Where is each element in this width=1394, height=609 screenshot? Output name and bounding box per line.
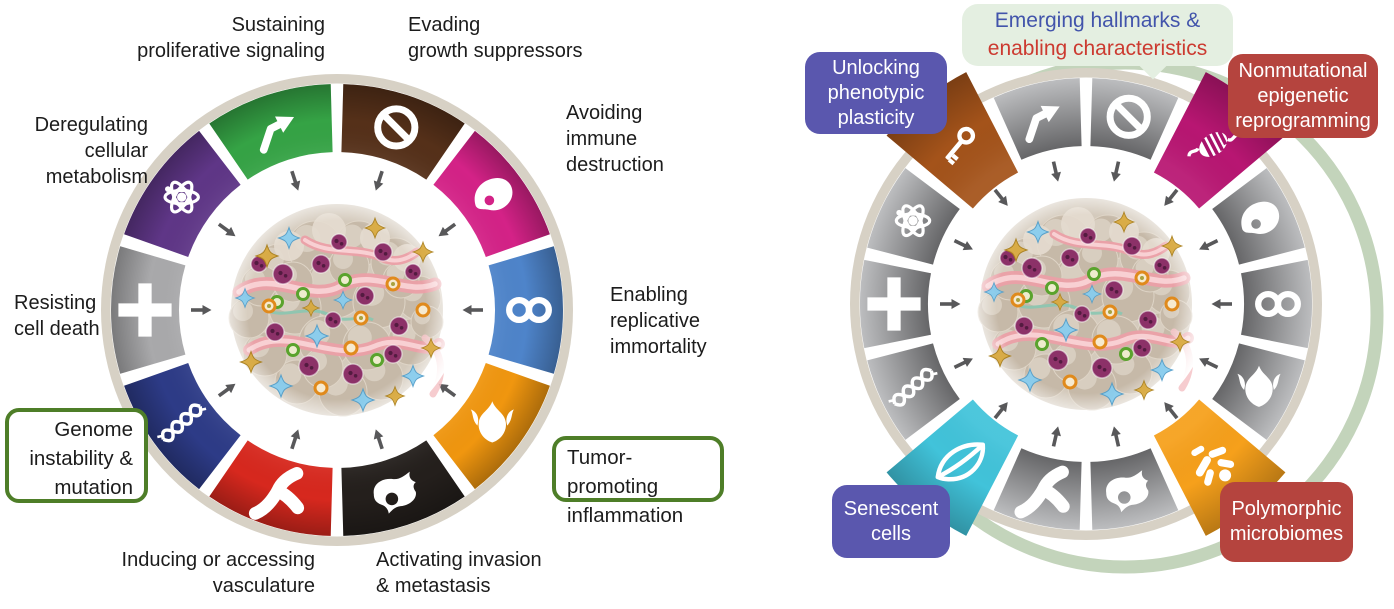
callout-tumor-promoting-inflammation: Tumor-promoting inflammation: [552, 436, 724, 527]
header-line-2: enabling characteristics: [987, 37, 1208, 60]
tumor-illustration: [962, 180, 1210, 428]
label-sustaining-proliferative-signaling: Sustaining proliferative signaling: [137, 14, 325, 62]
label-activating-invasion-metastasis: Activating invasion & metastasis: [376, 549, 542, 597]
label-evading-growth-suppressors: Evading growth suppressors: [408, 14, 583, 62]
label-resisting-cell-death: Resisting cell death: [14, 292, 100, 340]
header-line-1: Emerging hallmarks &: [994, 9, 1201, 32]
label-deregulating-cellular-metabolism: Deregulating cellular metabolism: [34, 114, 148, 188]
classic-hallmarks-wheel: [101, 74, 573, 546]
label-enabling-replicative-immortality: Enabling replicative immortality: [610, 284, 707, 358]
label-avoiding-immune-destruction: Avoiding immune destruction: [566, 102, 664, 176]
callout-senescent-cells: Senescent cells: [832, 485, 950, 558]
callout-genome-instability-mutation: Genome instability & mutation: [5, 408, 148, 503]
callout-unlocking-phenotypic-plasticity: Unlocking phenotypic plasticity: [805, 52, 947, 134]
callout-nonmutational-epigenetic-reprogramming: Nonmutational epigenetic reprogramming: [1228, 54, 1378, 138]
callout-polymorphic-microbiomes: Polymorphic microbiomes: [1220, 482, 1353, 562]
emerging-hallmarks-header: Emerging hallmarks & enabling characteri…: [962, 4, 1233, 66]
label-inducing-accessing-vasculature: Inducing or accessing vasculature: [121, 549, 315, 597]
tumor-illustration: [213, 186, 461, 434]
emerging-hallmarks-wheel: [850, 68, 1322, 540]
